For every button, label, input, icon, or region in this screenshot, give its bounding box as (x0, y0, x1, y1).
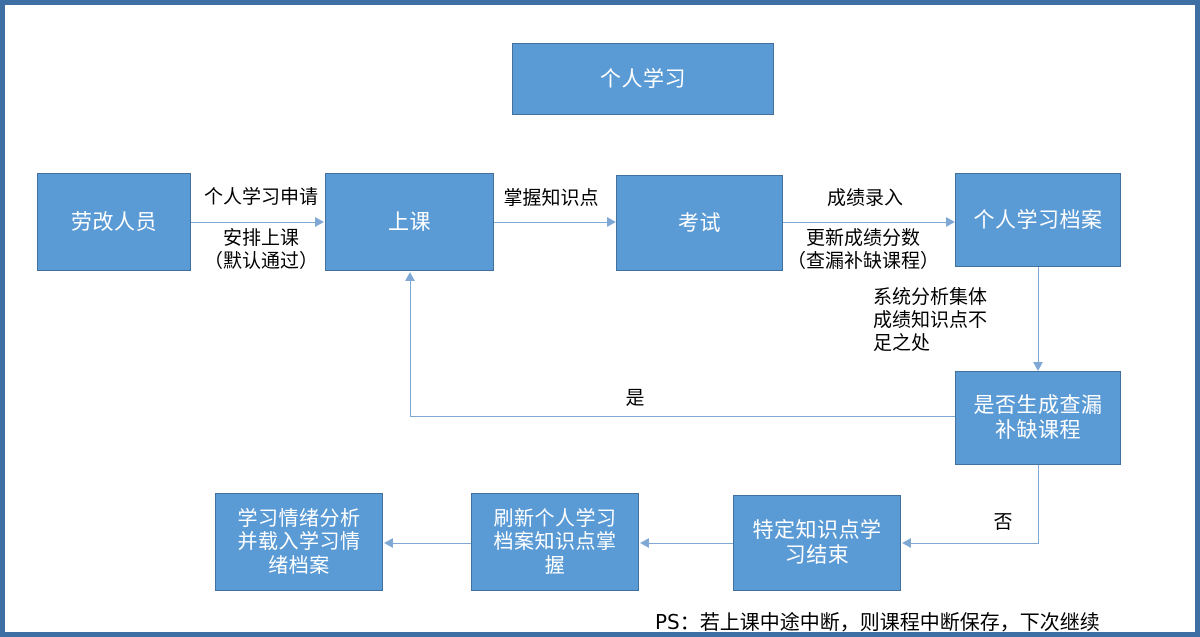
edge-archive-to-decision (1038, 267, 1039, 362)
edge-label-system-analysis: 系统分析集体 成绩知识点不 足之处 (873, 286, 988, 355)
node-exam[interactable]: 考试 (616, 175, 783, 271)
edge-label-master-knowledge: 掌握知识点 (503, 187, 599, 209)
edge-laborer-to-class (191, 222, 315, 223)
edge-label-apply-above: 个人学习申请 (203, 186, 318, 208)
arrowhead-exam-to-archive (946, 217, 955, 227)
node-refresh-archive-knowledge[interactable]: 刷新个人学习 档案知识点掌 握 (471, 493, 639, 591)
arrowhead-refresh-to-emotion (384, 538, 393, 548)
edge-refresh-to-emotion (393, 543, 471, 544)
edge-class-to-exam (494, 222, 607, 223)
node-title-personal-study[interactable]: 个人学习 (512, 43, 774, 115)
edge-exam-to-archive (783, 222, 946, 223)
footnote-ps: PS：若上课中途中断，则课程中断保存，下次继续 (655, 610, 1100, 634)
edge-label-no: 否 (993, 511, 1013, 533)
edge-label-score-entry: 成绩录入 (826, 187, 903, 209)
arrowhead-archive-to-decision (1033, 362, 1043, 371)
arrowhead-decision-no-to-finish (902, 538, 911, 548)
edge-decision-yes-horizontal (410, 416, 955, 417)
arrowhead-laborer-to-class (315, 217, 324, 227)
node-decision-generate-remedial-course[interactable]: 是否生成查漏 补缺课程 (955, 371, 1121, 465)
edge-label-yes: 是 (625, 387, 645, 409)
node-attend-class[interactable]: 上课 (325, 173, 494, 271)
arrowhead-class-to-exam (607, 217, 616, 227)
node-laborer[interactable]: 劳改人员 (37, 173, 191, 271)
arrowhead-decision-yes-to-class (405, 272, 415, 281)
edge-label-update-score: 更新成绩分数 （查漏补缺课程） (786, 227, 939, 273)
edge-decision-no-vertical (1038, 465, 1039, 543)
edge-decision-yes-vertical (410, 281, 411, 417)
edge-label-arrange-class: 安排上课 （默认通过） (203, 227, 318, 273)
node-specific-knowledge-study-end[interactable]: 特定知识点学 习结束 (733, 495, 901, 591)
edge-finish-to-refresh (649, 543, 733, 544)
edge-decision-no-horizontal (911, 543, 1039, 544)
node-personal-study-archive[interactable]: 个人学习档案 (955, 173, 1121, 267)
node-emotion-analysis-archive[interactable]: 学习情绪分析 并载入学习情 绪档案 (215, 493, 383, 591)
arrowhead-finish-to-refresh (640, 538, 649, 548)
